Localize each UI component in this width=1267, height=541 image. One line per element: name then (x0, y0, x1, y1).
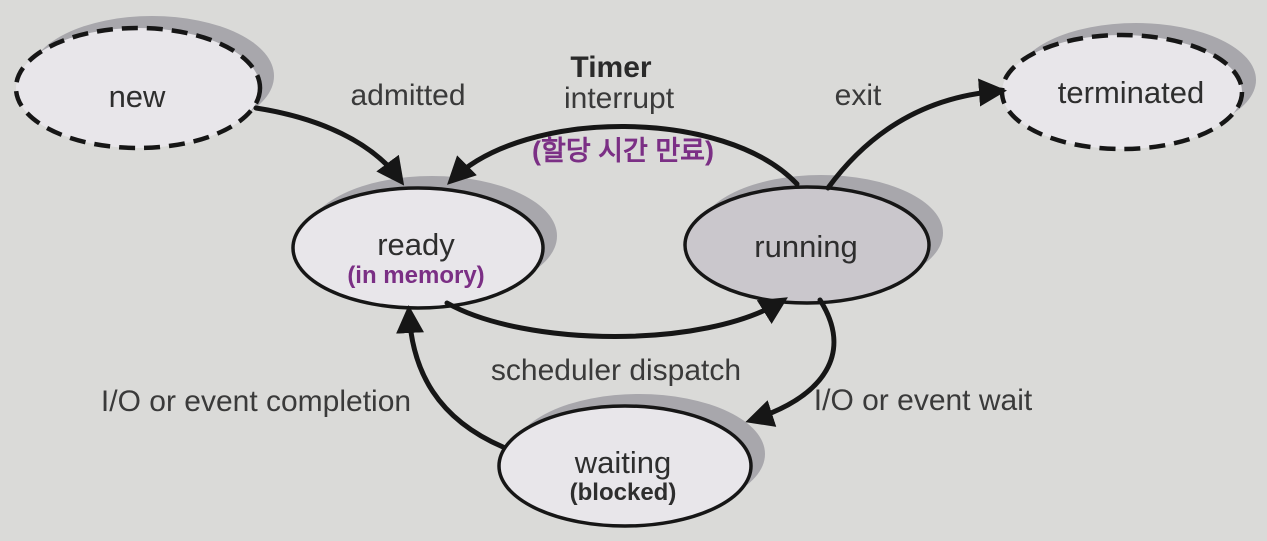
new-node-label: new (109, 79, 166, 114)
waiting-node (497, 404, 753, 528)
edge-scheduler-dispatch-label: scheduler dispatch (491, 354, 741, 387)
ready-node-label: ready (377, 227, 455, 262)
edge-timer-interrupt-label-line2: interrupt (564, 82, 675, 115)
waiting-node-sublabel: (blocked) (570, 479, 677, 506)
running-node (683, 185, 931, 305)
terminated-node-label: terminated (1058, 75, 1204, 110)
edge-admitted-arrow (253, 105, 405, 186)
edge-scheduler-dispatch-arrow (444, 297, 788, 339)
edge-io-event-completion-arrow (396, 305, 506, 450)
edge-exit-label: exit (835, 79, 882, 112)
edge-io-event-completion-label: I/O or event completion (101, 385, 411, 418)
edge-timer-interrupt-label-line1: Timer (570, 51, 651, 84)
edge-exit-arrow (825, 78, 1007, 191)
running-node-label: running (754, 229, 857, 264)
new-node (13, 25, 263, 151)
edge-timer-interrupt-annotation: (할당 시간 만료) (532, 136, 714, 166)
ready-node-sublabel: (in memory) (347, 262, 484, 289)
edge-io-event-wait-arrow (745, 297, 837, 427)
waiting-node-label: waiting (574, 445, 672, 480)
edge-timer-interrupt-arrow (447, 124, 800, 187)
edge-admitted-label: admitted (350, 79, 465, 112)
edge-io-event-wait-label: I/O or event wait (814, 384, 1033, 417)
